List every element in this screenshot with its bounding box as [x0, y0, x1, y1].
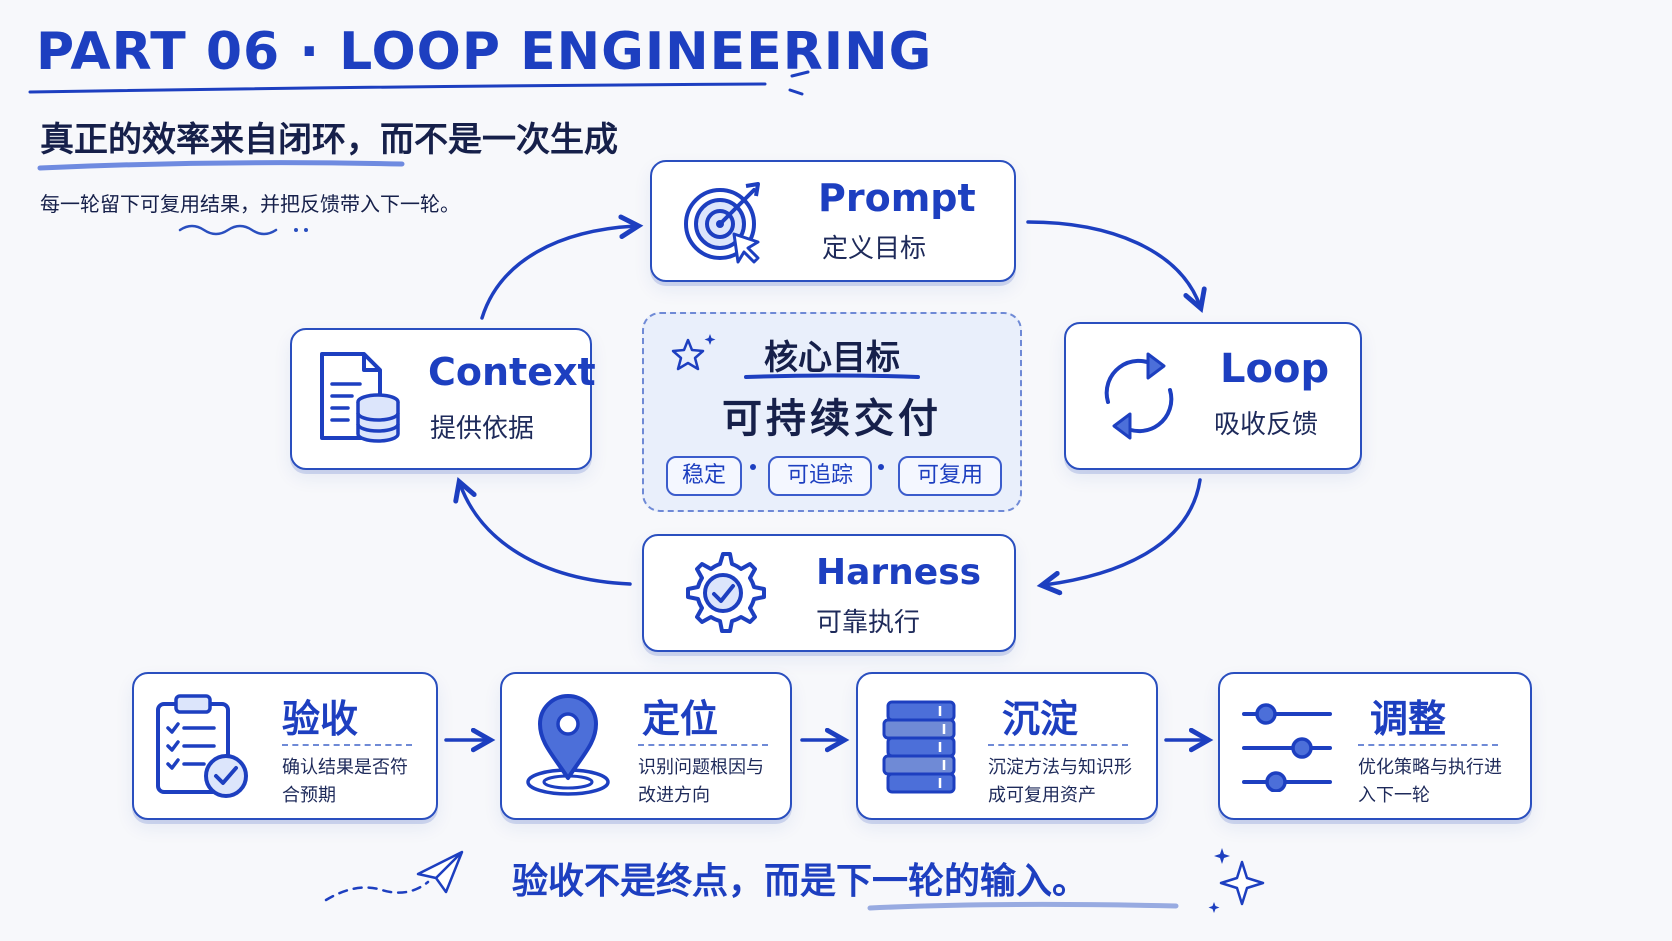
- divider: [988, 744, 1128, 746]
- step-desc-acceptance: 确认结果是否符合预期: [282, 757, 408, 806]
- footer-underline: [867, 901, 1179, 911]
- step-title-acceptance: 验收: [282, 697, 359, 741]
- page-subtitle: 真正的效率来自闭环，而不是一次生成: [40, 120, 618, 160]
- title-spark-3: [788, 88, 804, 96]
- prompt-title: Prompt: [818, 176, 976, 220]
- sliders-icon: [1242, 703, 1332, 792]
- location-pin-icon: [526, 694, 610, 796]
- prompt-subtitle: 定义目标: [822, 234, 927, 264]
- chip-separator: [878, 464, 884, 470]
- target-icon: [684, 182, 760, 264]
- chip-traceable: 可追踪: [768, 456, 872, 496]
- step-card-accumulate: 沉淀 沉淀方法与知识形成可复用资产: [856, 672, 1158, 820]
- loop-title: Loop: [1220, 346, 1330, 392]
- divider: [282, 744, 412, 746]
- step-desc-accumulate: 沉淀方法与知识形成可复用资产: [988, 757, 1132, 806]
- divider: [1358, 744, 1498, 746]
- harness-subtitle: 可靠执行: [816, 608, 921, 638]
- core-goal-text: 可持续交付: [722, 396, 942, 442]
- title-spark-1: [788, 50, 800, 64]
- context-title: Context: [428, 350, 596, 394]
- step-card-acceptance: 验收 确认结果是否符合预期: [132, 672, 438, 820]
- step-desc-locate: 识别问题根因与改进方向: [638, 757, 764, 806]
- step-card-adjust: 调整 优化策略与执行进入下一轮: [1218, 672, 1532, 820]
- subtitle-underline: [37, 160, 405, 171]
- title-spark-2: [790, 70, 810, 78]
- arrow-prompt-to-loop: [1026, 220, 1200, 306]
- paper-plane-icon: [416, 850, 464, 894]
- core-goal-heading: 核心目标: [764, 338, 900, 378]
- loop-card: Loop 吸收反馈: [1064, 322, 1362, 470]
- step-title-adjust: 调整: [1370, 697, 1447, 741]
- title-underline: [28, 82, 767, 94]
- step-card-locate: 定位 识别问题根因与改进方向: [500, 672, 792, 820]
- star-icon: [671, 334, 716, 371]
- clipboard-check-icon: [156, 694, 248, 798]
- arrow-loop-to-harness: [1044, 478, 1202, 585]
- paper-plane-trail: [324, 880, 430, 902]
- page-title: PART 06 · LOOP ENGINEERING: [36, 22, 933, 82]
- context-subtitle: 提供依据: [430, 414, 535, 444]
- book-stack-icon: [882, 700, 956, 794]
- divider: [638, 744, 768, 746]
- core-goal-box: 核心目标 可持续交付 稳定 可追踪 可复用: [642, 312, 1022, 512]
- chip-separator: [750, 464, 756, 470]
- sparkle-icon: [1219, 860, 1265, 906]
- footer-text: 验收不是终点，而是下一轮的输入。: [512, 861, 1089, 902]
- step-desc-adjust: 优化策略与执行进入下一轮: [1358, 757, 1502, 806]
- document-database-icon: [320, 352, 400, 443]
- step-title-accumulate: 沉淀: [1002, 697, 1079, 741]
- harness-title: Harness: [816, 552, 982, 593]
- chip-stable: 稳定: [666, 456, 742, 496]
- heading-underline: [744, 373, 920, 379]
- loop-subtitle: 吸收反馈: [1214, 410, 1319, 440]
- context-card: Context 提供依据: [290, 328, 596, 470]
- arrow-harness-to-context: [460, 484, 632, 586]
- gear-check-icon: [686, 552, 766, 633]
- refresh-icon: [1104, 352, 1174, 440]
- description-squiggle: [178, 224, 278, 236]
- chip-reusable: 可复用: [898, 456, 1002, 496]
- arrow-context-to-prompt: [480, 226, 636, 320]
- step-title-locate: 定位: [642, 697, 719, 741]
- prompt-card: Prompt 定义目标: [650, 160, 1016, 282]
- page-description: 每一轮留下可复用结果，并把反馈带入下一轮。: [40, 192, 460, 216]
- harness-card: Harness 可靠执行: [642, 534, 1016, 652]
